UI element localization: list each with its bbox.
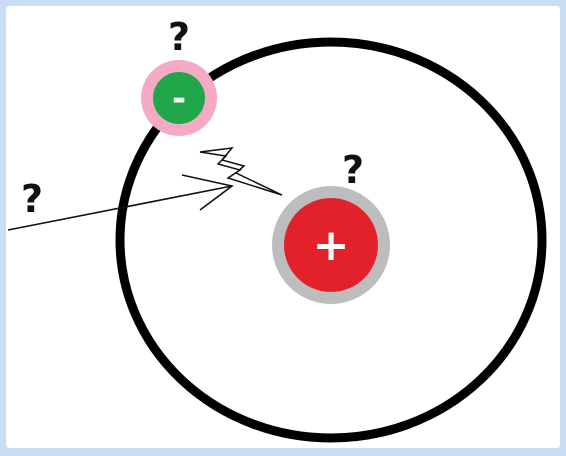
question-mark-ray: ?	[21, 177, 43, 221]
nucleus-sign: +	[313, 220, 350, 271]
zigzag-energy-arrow	[200, 148, 282, 195]
electron: -	[141, 60, 217, 136]
nucleus: +	[272, 186, 390, 304]
question-mark-electron: ?	[168, 15, 190, 59]
electron-sign: -	[172, 79, 186, 119]
question-mark-nucleus: ?	[342, 148, 364, 192]
